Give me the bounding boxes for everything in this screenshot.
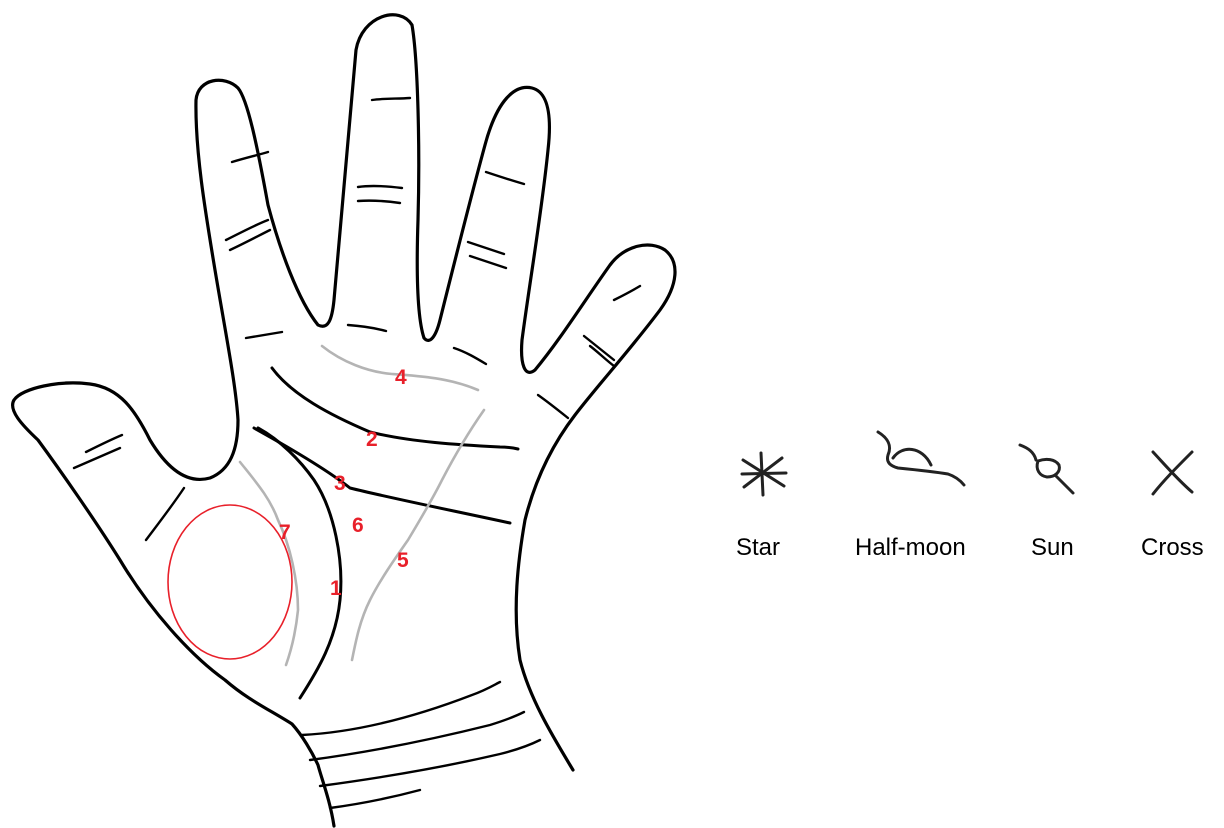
line-number-4: 4	[395, 366, 407, 389]
wrist-lines	[302, 682, 540, 808]
minor-lines	[240, 346, 484, 665]
star-icon	[742, 453, 786, 495]
line-number-3: 3	[334, 472, 346, 495]
line-number-6: 6	[352, 514, 364, 537]
line-number-2: 2	[366, 428, 378, 451]
line-number-1: 1	[330, 577, 342, 600]
legend-label-star: Star	[736, 534, 780, 562]
mount-circle	[168, 505, 292, 659]
finger-creases	[74, 98, 640, 540]
legend-label-half-moon: Half-moon	[855, 534, 966, 562]
sun-icon	[1020, 445, 1073, 493]
cross-icon	[1153, 452, 1192, 494]
line-number-5: 5	[397, 549, 409, 572]
legend-label-sun: Sun	[1031, 534, 1074, 562]
half-moon-icon	[878, 432, 964, 485]
legend-label-cross: Cross	[1141, 534, 1204, 562]
line-number-7: 7	[279, 521, 291, 544]
